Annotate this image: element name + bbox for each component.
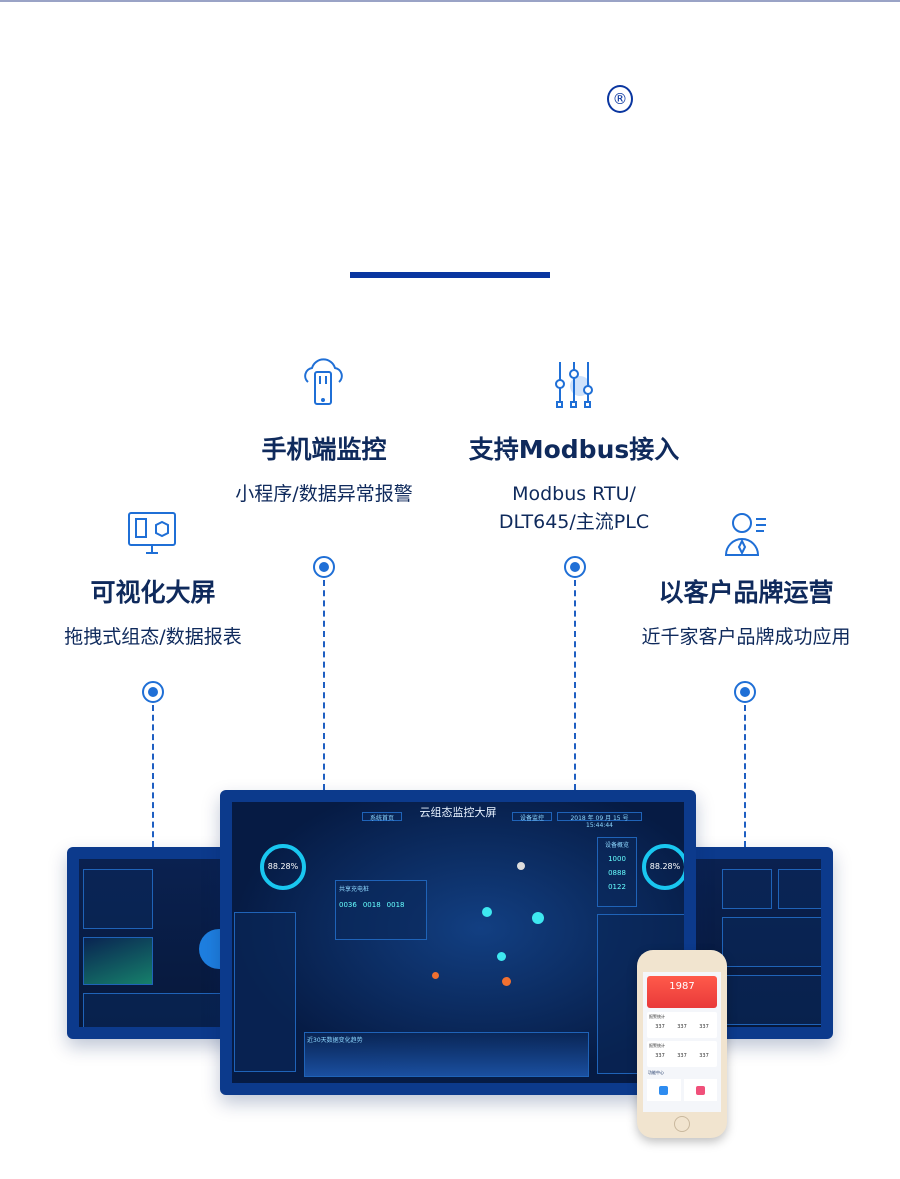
function-button[interactable] bbox=[647, 1079, 681, 1101]
main-dashboard-screen: 云组态监控大屏 系统首页 设备监控 2018 年 09 月 15 号 15:44… bbox=[220, 790, 696, 1095]
title-underline bbox=[350, 272, 550, 278]
map-point bbox=[432, 972, 439, 979]
sliders-icon bbox=[555, 362, 593, 408]
connector-line bbox=[323, 580, 325, 790]
connector-node bbox=[734, 681, 756, 703]
map-point bbox=[497, 952, 506, 961]
device-count: 0888 bbox=[608, 869, 626, 877]
gauge-left: 88.28% bbox=[260, 844, 306, 890]
card-title: 报警统计 bbox=[649, 1043, 665, 1048]
dashboard-title: 云组态监控大屏 bbox=[419, 806, 497, 819]
trend-chart-panel: 近30天数据变化趋势 bbox=[304, 1032, 589, 1077]
alarm-counts: 0036 0018 0018 bbox=[339, 901, 423, 909]
alarm-count: 0018 bbox=[362, 901, 381, 909]
connector-line bbox=[574, 580, 576, 790]
card-title: 报警统计 bbox=[649, 1014, 665, 1019]
feature-title: 手机端监控 bbox=[261, 435, 387, 464]
device-list-panel bbox=[234, 912, 296, 1072]
feature-subtitle: 拖拽式组态/数据报表 bbox=[64, 626, 242, 648]
bar-chart-panel bbox=[83, 993, 223, 1027]
alarm-count: 0018 bbox=[386, 901, 405, 909]
stat-value: 337 bbox=[699, 1024, 709, 1030]
phone-stats-card: 报警统计 337 337 337 bbox=[647, 1041, 717, 1067]
device-count: 0122 bbox=[608, 883, 626, 891]
feature-modbus: 支持Modbus接入 Modbus RTU/ DLT645/主流PLC bbox=[424, 430, 724, 536]
map-point bbox=[482, 907, 492, 917]
user-brand-icon bbox=[724, 513, 766, 556]
stat-value: 337 bbox=[677, 1053, 687, 1059]
feature-mobile-monitoring: 手机端监控 小程序/数据异常报警 bbox=[174, 430, 474, 508]
image-icon bbox=[659, 1085, 669, 1095]
left-dashboard-screen bbox=[67, 847, 237, 1039]
nav-home-tab[interactable]: 系统首页 bbox=[362, 812, 402, 822]
trend-chart-title: 近30天数据变化趋势 bbox=[307, 1037, 363, 1044]
connector-node bbox=[313, 556, 335, 578]
phone-screen: 1987 报警统计 337 337 337 报警统计 337 337 337 功能中心 bbox=[643, 972, 721, 1112]
phone-stats-card: 报警统计 337 337 337 bbox=[647, 1012, 717, 1038]
map-point bbox=[532, 912, 544, 924]
feature-subtitle: 小程序/数据异常报警 bbox=[235, 483, 413, 505]
function-button[interactable] bbox=[683, 1079, 717, 1101]
stat-value: 337 bbox=[677, 1024, 687, 1030]
function-center-title: 功能中心 bbox=[648, 1070, 664, 1075]
connector-line bbox=[744, 705, 746, 847]
connector-node bbox=[564, 556, 586, 578]
alarm-popup: 共享充电桩 0036 0018 0018 bbox=[335, 880, 427, 940]
feature-subtitle: Modbus RTU/ bbox=[512, 483, 636, 505]
cloud-phone-icon bbox=[304, 358, 343, 405]
stats-panel bbox=[778, 869, 821, 909]
registered-mark: ® bbox=[607, 85, 633, 113]
feature-big-screen: 可视化大屏 拖拽式组态/数据报表 bbox=[3, 573, 303, 651]
phone-headline: 1987 bbox=[669, 981, 695, 992]
alarm-popup-title: 共享充电桩 bbox=[339, 886, 370, 893]
map-point bbox=[517, 862, 525, 870]
feature-title: 以客户品牌运营 bbox=[658, 578, 834, 607]
device-count: 1000 bbox=[608, 855, 626, 863]
device-panel-title: 设备概览 bbox=[604, 842, 629, 849]
area-chart-panel bbox=[83, 937, 153, 985]
home-button bbox=[674, 1116, 690, 1132]
alarm-panel bbox=[722, 917, 821, 967]
phone-headline-card: 1987 bbox=[647, 976, 717, 1008]
feature-brand: 以客户品牌运营 近千家客户品牌成功应用 bbox=[596, 573, 896, 651]
feature-title: 支持Modbus接入 bbox=[468, 435, 680, 464]
alarm-count: 0036 bbox=[339, 901, 357, 909]
smartphone: 1987 报警统计 337 337 337 报警统计 337 337 337 功能中心 bbox=[637, 950, 727, 1138]
device-panel bbox=[722, 975, 821, 1025]
video-icon bbox=[695, 1085, 705, 1095]
nav-device-tab[interactable]: 设备监控 bbox=[512, 812, 552, 822]
stat-value: 337 bbox=[699, 1053, 709, 1059]
stat-value: 337 bbox=[655, 1024, 665, 1030]
top-divider bbox=[0, 0, 900, 2]
feature-subtitle: DLT645/主流PLC bbox=[498, 511, 650, 533]
stats-panel bbox=[722, 869, 772, 909]
feature-subtitle: 近千家客户品牌成功应用 bbox=[641, 626, 851, 648]
monitor-dashboard-icon bbox=[128, 512, 176, 554]
feature-title: 可视化大屏 bbox=[90, 578, 216, 607]
connector-node bbox=[142, 681, 164, 703]
device-overview-panel: 设备概览 1000 0888 0122 bbox=[597, 837, 637, 907]
connector-line bbox=[152, 705, 154, 847]
map-point bbox=[502, 977, 511, 986]
date-time: 2018 年 09 月 15 号 15:44:44 bbox=[557, 812, 642, 829]
stats-panel bbox=[83, 869, 153, 929]
gauge-right: 88.28% bbox=[642, 844, 684, 890]
stat-value: 337 bbox=[655, 1053, 665, 1059]
